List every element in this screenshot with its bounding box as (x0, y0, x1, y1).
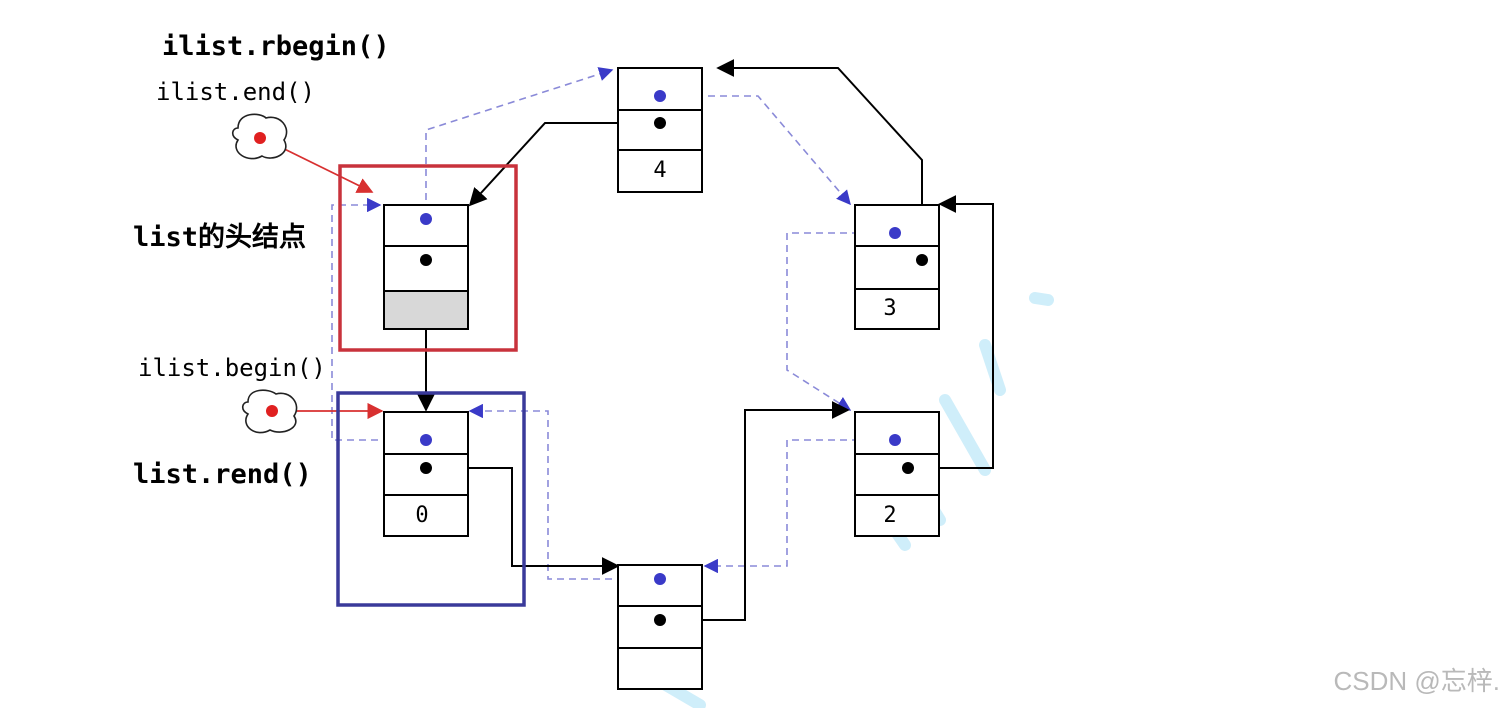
csdn-watermark: CSDN @忘梓. (1333, 666, 1500, 696)
begin-iterator-blob (241, 389, 298, 434)
node-0-value: 0 (415, 503, 428, 528)
link-2-to-bottom (703, 439, 895, 574)
label-head: list的头结点 (133, 221, 306, 253)
head-next-dot (420, 254, 432, 266)
label-rend: list.rend() (133, 459, 312, 490)
end-iterator-blob (231, 113, 288, 160)
next-links (417, 59, 994, 621)
node-bottom (617, 564, 703, 690)
node-2-value: 2 (883, 503, 896, 528)
head-prev-dot (420, 213, 432, 225)
node-2: 2 (854, 411, 940, 537)
head-node (383, 204, 469, 330)
node-0: 0 (383, 411, 469, 537)
link-2-next-3 (908, 195, 994, 469)
label-begin: ilist.begin() (138, 354, 326, 382)
node-3: 3 (854, 204, 940, 330)
node-4: 4 (617, 67, 703, 193)
link-0-to-head (331, 197, 426, 441)
node-4-value: 4 (653, 158, 666, 183)
link-4-to-3 (660, 95, 851, 206)
begin-node-frame (336, 391, 526, 607)
link-3-to-2 (786, 232, 895, 411)
node-3-value: 3 (883, 296, 896, 321)
label-end: ilist.end() (156, 78, 315, 106)
prev-links (331, 67, 895, 580)
label-rbegin: ilist.rbegin() (162, 31, 390, 62)
head-node-frame (338, 164, 518, 352)
link-head-to-4 (425, 67, 614, 212)
link-bottom-to-0 (468, 403, 660, 580)
